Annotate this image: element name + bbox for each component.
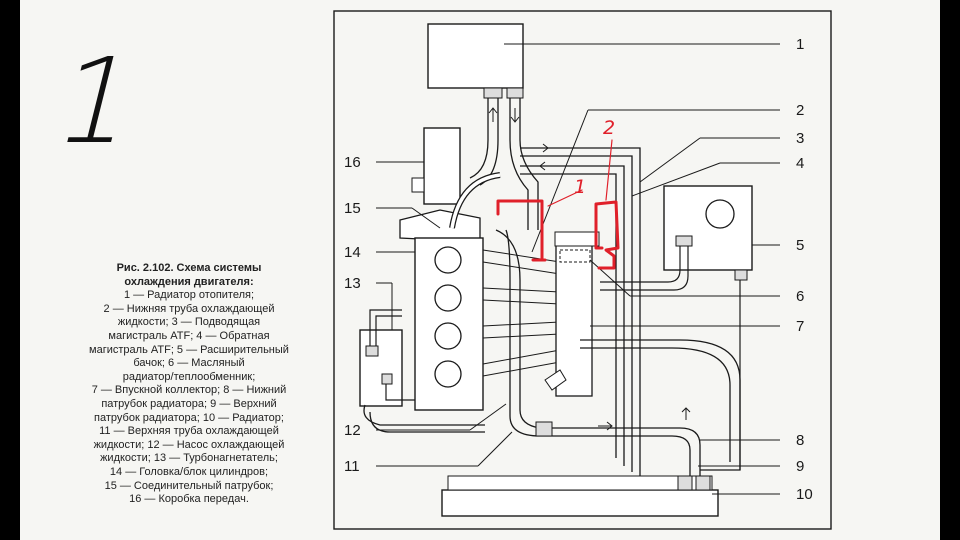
caption-line: 2 — Нижняя труба охлаждающей [103, 302, 275, 315]
callout-label: 11 [344, 458, 360, 475]
callout-label: 4 [796, 155, 804, 172]
callout-label: 15 [344, 200, 361, 217]
caption-line: 14 — Головка/блок цилиндров; [109, 465, 269, 478]
callout-label: 10 [796, 486, 813, 503]
hose-clamp [677, 475, 693, 491]
hose-clamp [506, 87, 524, 99]
caption-line: 11 — Верхняя труба охлаждающей [99, 425, 279, 438]
hose-clamp [483, 87, 503, 99]
engine-block [414, 237, 484, 411]
radiator [441, 489, 719, 517]
callout-label: 9 [796, 458, 804, 475]
connecting-hose-inner [450, 173, 501, 229]
caption-line: жидкости; 13 — Турбонагнетатель; [100, 452, 278, 465]
oil-cooler-top [554, 231, 600, 247]
heater-hoses [469, 88, 539, 230]
caption-line: патрубок радиатора; 9 — Верхний [101, 397, 277, 410]
turbo-line [385, 380, 415, 401]
tank-hose [600, 240, 689, 291]
caption-line: 16 — Коробка передач. [129, 493, 249, 506]
turbocharger [359, 329, 403, 407]
turbo-line [375, 315, 402, 348]
caption-line: 15 — Соединительный патрубок; [104, 479, 274, 492]
caption-line: магистраль ATF; 4 — Обратная [108, 329, 270, 342]
expansion-tank [663, 185, 753, 271]
flow-arrow-icon [681, 407, 691, 420]
red-annotation-marks [496, 139, 620, 270]
intake-runners [482, 249, 561, 377]
cylinder [434, 322, 462, 350]
flow-arrow-icon [539, 161, 550, 171]
callout-label: 14 [344, 244, 361, 261]
hose-clamp [535, 421, 553, 437]
caption-line: 7 — Впускной коллектор; 8 — Нижний [91, 384, 287, 397]
expansion-tank-cap [705, 199, 735, 229]
radiator-tank [447, 475, 713, 491]
red-annotation-label: 2 [603, 117, 615, 139]
atf-lines [520, 147, 641, 480]
flow-arrow-icon [510, 108, 520, 123]
cylinder [434, 360, 462, 388]
caption-line: жидкости; 3 — Подводящая [117, 316, 261, 329]
flow-arrow-icon [598, 421, 613, 431]
callout-label: 7 [796, 318, 804, 335]
caption-line: радиатор/теплообменник; [122, 370, 256, 383]
leader-lines [376, 161, 513, 467]
caption-line: жидкости; 12 — Насос охлаждающей [93, 438, 285, 451]
callout-label: 8 [796, 432, 804, 449]
callout-label: 3 [796, 130, 804, 147]
figure-caption: Рис. 2.102. Схема системы охлаждения дви… [58, 262, 320, 507]
caption-line: 1 — Радиатор отопителя; [123, 289, 255, 302]
caption-line: бачок; 6 — Масляный [133, 357, 245, 370]
caption-title-line: охлаждения двигателя: [124, 275, 254, 288]
callout-label: 6 [796, 288, 804, 305]
caption-line: магистраль ATF; 5 — Расширительный [89, 343, 289, 356]
heater-radiator [427, 23, 524, 89]
pump-outlet [544, 369, 567, 391]
cylinder [434, 284, 462, 312]
callout-label: 1 [796, 36, 804, 53]
hose-clamp [734, 269, 748, 281]
caption-line: патрубок радиатора; 10 — Радиатор; [94, 411, 284, 424]
callout-label: 16 [344, 154, 361, 171]
red-annotation-label: 1 [574, 176, 586, 198]
caption-title-line: Рис. 2.102. Схема системы [116, 262, 262, 274]
flow-arrow-icon [488, 107, 498, 122]
oil-cooler [559, 249, 591, 263]
gearbox [423, 127, 461, 205]
cylinder [434, 246, 462, 274]
leader-lines [504, 43, 780, 495]
coolant-pipes [363, 229, 741, 480]
diagram-frame [333, 10, 832, 530]
hose-clamp [381, 373, 393, 385]
callout-label: 5 [796, 237, 804, 254]
connecting-pipe [399, 209, 481, 241]
flow-arrow-icon [538, 143, 549, 153]
gearbox-mount [411, 177, 425, 193]
callout-label: 2 [796, 102, 804, 119]
callout-label: 12 [344, 422, 361, 439]
hose-clamp [695, 475, 711, 491]
turbo-line [369, 309, 402, 348]
hose-clamp [365, 345, 379, 357]
callout-label: 13 [344, 275, 361, 292]
hose-clamp [675, 235, 693, 247]
tank-hose [600, 240, 681, 283]
